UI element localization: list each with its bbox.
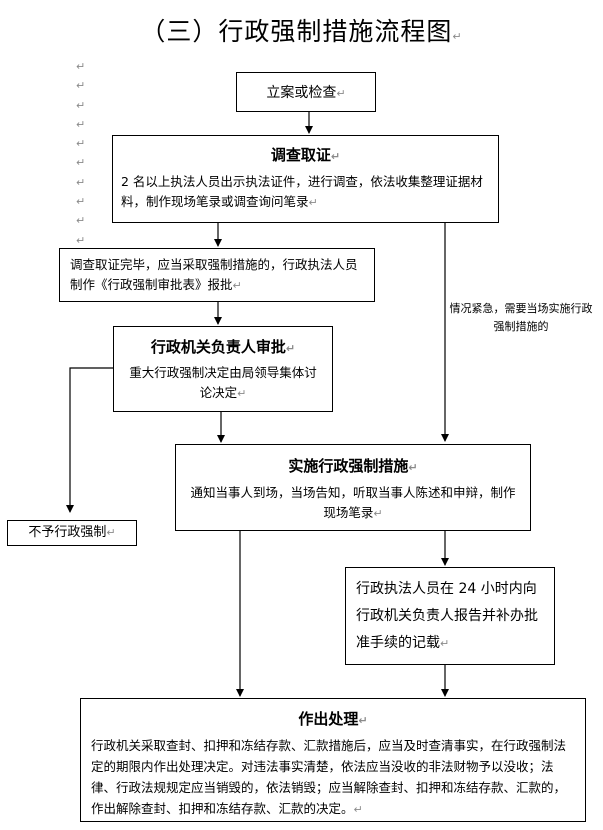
paragraph-mark: ↵ — [76, 214, 86, 228]
edge-label-emergency: 情况紧急，需要当场实施行政强制措施的 — [449, 302, 593, 333]
paragraph-mark: ↵ — [76, 137, 86, 151]
paragraph-mark: ↵ — [76, 233, 86, 247]
node-investigate: 调查取证↵ 2 名以上执法人员出示执法证件，进行调查，依法收集整理证据材料，制作… — [112, 135, 499, 223]
paragraph-mark: ↵ — [76, 60, 86, 73]
node-reject: 不予行政强制↵ — [7, 520, 137, 546]
page-title: （三）行政强制措施流程图↵ — [140, 17, 463, 46]
node-approve: 行政机关负责人审批↵ 重大行政强制决定由局领导集体讨论决定↵ — [113, 326, 333, 412]
paragraph-mark: ↵ — [76, 98, 86, 112]
node-report: 调查取证完毕，应当采取强制措施的，行政执法人员制作《行政强制审批表》报批↵ — [59, 248, 375, 302]
paragraph-mark: ↵ — [76, 156, 86, 170]
node-process: 作出处理↵ 行政机关采取查封、扣押和冻结存款、汇款措施后，应当及时查清事实，在行… — [80, 698, 586, 822]
node-start: 立案或检查↵ — [236, 72, 376, 112]
node-emergency-report: 行政执法人员在 24 小时内向行政机关负责人报告并补办批准手续的记载↵ — [345, 567, 555, 665]
paragraph-mark: ↵ — [76, 79, 86, 93]
node-implement: 实施行政强制措施↵ 通知当事人到场，当场告知，听取当事人陈述和申辩，制作现场笔录… — [175, 444, 531, 531]
paragraph-marks: ↵ ↵ ↵ ↵ ↵ ↵ ↵ ↵ ↵ ↵ — [76, 57, 88, 250]
paragraph-mark: ↵ — [76, 195, 86, 209]
paragraph-mark: ↵ — [76, 117, 86, 131]
arrow-approve-to-reject — [66, 367, 113, 513]
paragraph-mark: ↵ — [76, 175, 86, 189]
